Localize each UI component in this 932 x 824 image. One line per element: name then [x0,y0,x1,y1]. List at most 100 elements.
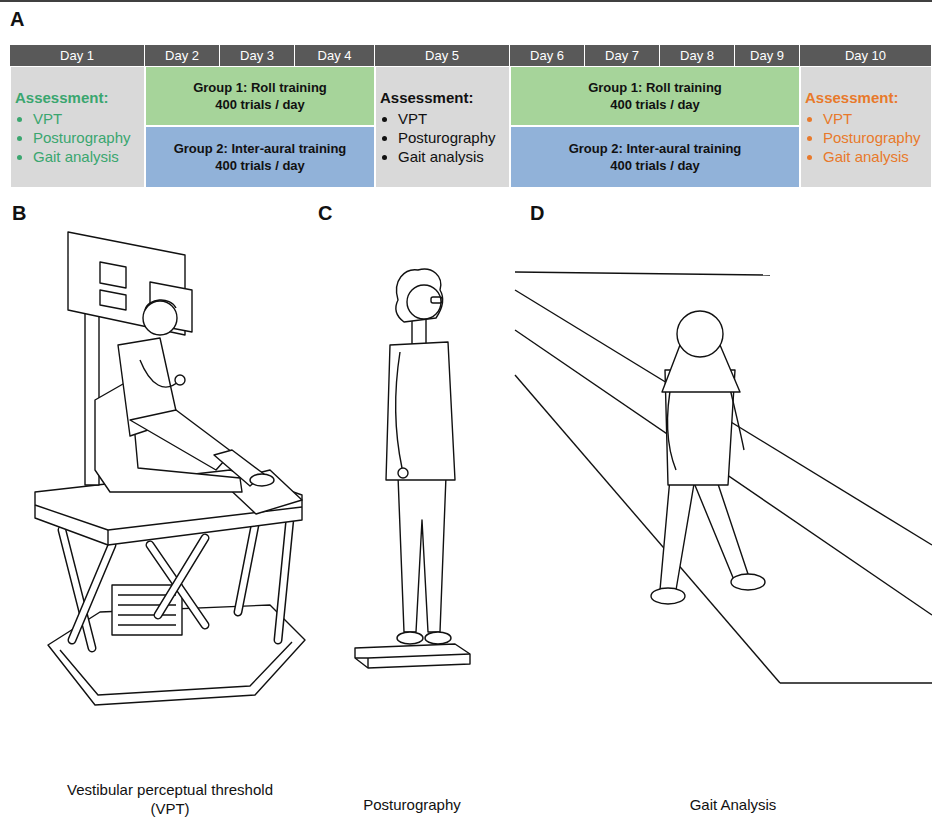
standing-person-drawing-part [431,297,442,303]
training-band: Group 1: Roll training400 trials / day [510,66,800,126]
standing-person-drawing-part [398,476,446,632]
motion-platform-drawing-part-part [278,518,290,640]
panel-letter: A [10,8,40,31]
motion-platform-drawing-part-part [238,525,255,612]
motion-platform-drawing-part-part [158,538,205,615]
panel-caption: Vestibular perceptual threshold (VPT) [50,780,290,818]
motion-platform-drawing-part-part [158,538,205,615]
training-text: Group 2: Inter-aural training [569,140,742,157]
day-label: Day 10 [845,48,886,63]
standing-person-drawing-part [412,318,426,345]
assessment-item: Posturography [398,128,505,147]
training-band: Group 1: Roll training400 trials / day [145,66,375,126]
assessment-item: VPT [398,109,505,128]
standing-person-drawing-part [367,658,368,668]
panel-letter: D [530,202,560,225]
motion-platform-drawing-part [130,410,232,470]
assessment-item: Gait analysis [823,147,927,166]
training-text: 400 trials / day [610,96,700,113]
motion-platform-drawing-part [118,624,176,625]
motion-platform-drawing-part [145,300,176,310]
panel-caption: Gait Analysis [643,795,823,814]
training-text: 400 trials / day [215,96,305,113]
assessment-item: VPT [33,109,140,128]
motion-platform-drawing-part [118,614,176,615]
top-rule [0,0,932,2]
walking-person-drawing-part [668,380,676,470]
day-header: Day 3 [220,45,295,66]
motion-platform-drawing-part [143,301,177,335]
day-label: Day 2 [165,48,199,63]
day-label: Day 6 [530,48,564,63]
day-header: Day 1 [10,45,145,66]
training-text: 400 trials / day [610,157,700,174]
assessment-list: VPTPosturographyGait analysis [15,109,140,166]
walkway-drawing [515,272,932,683]
motion-platform-drawing-part [107,530,108,545]
day-header: Day 5 [375,45,510,66]
walking-person-drawing [651,311,765,604]
assessment-item: Gait analysis [398,147,505,166]
panel-caption: Posturography [332,795,492,814]
motion-platform-drawing-part-part [72,545,112,640]
training-band: Group 2: Inter-aural training400 trials … [145,126,375,188]
motion-platform-drawing-part-part [238,525,255,612]
assessment-item: VPT [823,109,927,128]
walking-person-drawing-part [692,478,748,580]
walkway-drawing-part [515,272,770,275]
motion-platform-drawing-part [100,290,126,310]
day-header: Day 8 [660,45,735,66]
training-band: Group 2: Inter-aural training400 trials … [510,126,800,188]
standing-person-drawing-part [396,352,402,468]
standing-person-drawing-part [396,269,443,322]
standing-person-drawing [355,269,470,668]
training-text: 400 trials / day [215,157,305,174]
walking-person-drawing-part [651,588,685,604]
standing-person-drawing-part [425,632,451,644]
day-label: Day 4 [318,48,352,63]
day-header: Day 6 [510,45,585,66]
standing-person-drawing-part [397,632,423,644]
standing-person-drawing-part [355,644,470,668]
panel-letter: B [12,202,42,225]
motion-platform-drawing-part [68,232,185,335]
motion-platform-drawing [35,232,305,705]
day-header: Day 10 [800,45,932,66]
day-label: Day 1 [60,48,94,63]
day-label: Day 5 [425,48,459,63]
assessment-list: VPTPosturographyGait analysis [805,109,927,166]
walking-person-drawing-part [731,574,765,590]
assessment-heading: Assessment: [15,88,140,107]
panel-letter: C [318,202,348,225]
day-header: Day 9 [735,45,800,66]
standing-person-drawing-part [398,468,408,478]
motion-platform-drawing-part [250,474,274,486]
motion-platform-drawing-part [100,262,126,288]
assessment-item: Posturography [33,128,140,147]
assessment-item: Posturography [823,128,927,147]
walking-person-drawing-part [677,311,723,357]
day-label: Day 3 [240,48,274,63]
motion-platform-drawing-part [175,375,185,385]
motion-platform-drawing-part-part [278,518,290,640]
day-header: Day 4 [295,45,375,66]
day-header: Day 7 [585,45,660,66]
motion-platform-drawing-part [140,360,180,387]
training-text: Group 1: Roll training [193,79,327,96]
standing-person-drawing-part [407,285,441,319]
standing-person-drawing-part [355,654,470,658]
assessment-cell: Assessment: VPTPosturographyGait analysis [800,66,932,188]
walking-person-drawing-part [660,478,695,590]
day-label: Day 8 [680,48,714,63]
day-header: Day 2 [145,45,220,66]
training-text: Group 1: Roll training [588,79,722,96]
assessment-cell: Assessment: VPTPosturographyGait analysis [10,66,145,188]
assessment-heading: Assessment: [805,88,927,107]
motion-platform-drawing-part-part [72,545,112,640]
assessment-item: Gait analysis [33,147,140,166]
assessment-heading: Assessment: [380,88,505,107]
assessment-cell: Assessment: VPTPosturographyGait analysis [375,66,510,188]
walkway-drawing-part [515,330,932,615]
day-label: Day 9 [750,48,784,63]
